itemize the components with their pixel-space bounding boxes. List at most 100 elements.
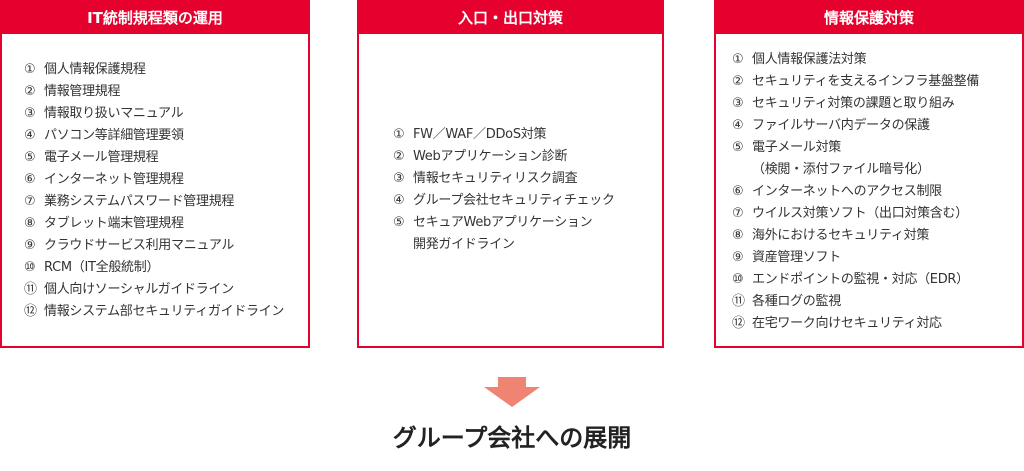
item-text: 業務システムパスワード管理規程	[44, 194, 235, 209]
list-item: ⑫ 情報システム部セキュリティガイドライン	[24, 301, 284, 323]
down-arrow-icon	[484, 377, 540, 407]
item-text: 情報セキュリティリスク調査	[413, 171, 578, 186]
item-number: ⑤	[732, 140, 744, 155]
item-text: 海外におけるセキュリティ対策	[752, 228, 930, 243]
item-number: ⑪	[24, 282, 37, 297]
item-text: インターネットへのアクセス制限	[752, 184, 942, 199]
list-item: ⑩ エンドポイントの監視・対応（EDR）	[732, 269, 979, 291]
list-item: （検閲・添付ファイル暗号化）	[732, 159, 979, 181]
item-text: RCM（IT全般統制）	[44, 260, 160, 275]
item-number	[393, 234, 413, 256]
box-info-protection: 情報保護対策 ① 個人情報保護法対策 ② セキュリティを支えるインフラ基盤整備 ③ セキュ…	[714, 0, 1024, 348]
box-title: IT統制規程類の運用	[2, 2, 308, 34]
item-number: ⑨	[24, 238, 36, 253]
item-text: 資産管理ソフト	[752, 250, 841, 265]
item-text: 開発ガイドライン	[413, 237, 515, 252]
item-text: FW／WAF／DDoS対策	[413, 127, 547, 142]
list-item: ⑨ クラウドサービス利用マニュアル	[24, 235, 284, 257]
list-item: ⑦ 業務システムパスワード管理規程	[24, 191, 284, 213]
item-number: ⑤	[393, 215, 405, 230]
item-number: ②	[732, 74, 744, 89]
list-item: ⑥ インターネット管理規程	[24, 169, 284, 191]
item-number: ①	[24, 62, 36, 77]
item-number: ⑦	[732, 206, 744, 221]
item-number: ⑨	[732, 250, 744, 265]
list-item: ⑦ ウイルス対策ソフト（出口対策含む）	[732, 203, 979, 225]
list-item: ⑪ 個人向けソーシャルガイドライン	[24, 279, 284, 301]
item-text: 個人情報保護規程	[44, 62, 146, 77]
item-number: ⑦	[24, 194, 36, 209]
item-number: ⑩	[732, 272, 744, 287]
list-item: ⑨ 資産管理ソフト	[732, 247, 979, 269]
item-text: インターネット管理規程	[44, 172, 184, 187]
list-item: ⑤ 電子メール対策	[732, 137, 979, 159]
item-number: ⑤	[24, 150, 36, 165]
item-text: 情報取り扱いマニュアル	[44, 106, 184, 121]
item-text: 個人向けソーシャルガイドライン	[44, 282, 234, 297]
list-item: ⑥ インターネットへのアクセス制限	[732, 181, 979, 203]
item-text: ウイルス対策ソフト（出口対策含む）	[752, 206, 968, 221]
item-number: ②	[393, 149, 405, 164]
item-text: グループ会社セキュリティチェック	[413, 193, 615, 208]
item-text: 情報システム部セキュリティガイドライン	[44, 304, 285, 319]
list-item: ⑩ RCM（IT全般統制）	[24, 257, 284, 279]
list-item: ④ グループ会社セキュリティチェック	[393, 190, 615, 212]
box-title: 情報保護対策	[716, 2, 1022, 34]
list-item: ⑤ 電子メール管理規程	[24, 147, 284, 169]
item-number: ⑥	[732, 184, 744, 199]
item-number: ③	[393, 171, 405, 186]
item-list: ① 個人情報保護法対策 ② セキュリティを支えるインフラ基盤整備 ③ セキュリティ対策の課…	[732, 49, 979, 335]
list-item: ① FW／WAF／DDoS対策	[393, 124, 615, 146]
item-number: ④	[393, 193, 405, 208]
item-number: ②	[24, 84, 36, 99]
item-number: ⑧	[24, 216, 36, 231]
list-item: ④ パソコン等詳細管理要領	[24, 125, 284, 147]
list-item: ② Webアプリケーション診断	[393, 146, 615, 168]
item-number	[732, 159, 752, 181]
list-item: ⑧ タブレット端末管理規程	[24, 213, 284, 235]
item-number: ⑩	[24, 260, 36, 275]
item-number: ③	[732, 96, 744, 111]
item-text: 個人情報保護法対策	[752, 52, 867, 67]
item-text: セキュリティを支えるインフラ基盤整備	[752, 74, 980, 89]
item-text: 各種ログの監視	[752, 294, 841, 309]
item-number: ④	[732, 118, 744, 133]
item-text: 電子メール対策	[752, 140, 841, 155]
list-item: ② 情報管理規程	[24, 81, 284, 103]
list-item: ③ セキュリティ対策の課題と取り組み	[732, 93, 979, 115]
box-title: 入口・出口対策	[359, 2, 662, 34]
list-item: ② セキュリティを支えるインフラ基盤整備	[732, 71, 979, 93]
item-number: ①	[732, 52, 744, 67]
conclusion-text: グループ会社への展開	[392, 424, 632, 452]
item-number: ⑥	[24, 172, 36, 187]
item-text: エンドポイントの監視・対応（EDR）	[752, 272, 969, 287]
item-number: ⑫	[24, 304, 37, 319]
list-item: ③ 情報セキュリティリスク調査	[393, 168, 615, 190]
box-entry-exit: 入口・出口対策 ① FW／WAF／DDoS対策 ② Webアプリケーション診断 ③ 情報セ…	[357, 0, 664, 348]
item-text: Webアプリケーション診断	[413, 149, 568, 164]
item-text: 情報管理規程	[44, 84, 121, 99]
item-text: 電子メール管理規程	[44, 150, 159, 165]
item-text: タブレット端末管理規程	[44, 216, 184, 231]
item-number: ④	[24, 128, 36, 143]
item-text: クラウドサービス利用マニュアル	[44, 238, 235, 253]
item-number: ⑪	[732, 294, 745, 309]
list-item: ① 個人情報保護規程	[24, 59, 284, 81]
item-text: パソコン等詳細管理要領	[44, 128, 184, 143]
item-text: 在宅ワーク向けセキュリティ対応	[752, 316, 942, 331]
list-item: ⑧ 海外におけるセキュリティ対策	[732, 225, 979, 247]
item-number: ①	[393, 127, 405, 142]
list-item: 開発ガイドライン	[393, 234, 615, 256]
item-number: ⑧	[732, 228, 744, 243]
item-text: セキュリティ対策の課題と取り組み	[752, 96, 955, 111]
item-list: ① FW／WAF／DDoS対策 ② Webアプリケーション診断 ③ 情報セキュリティリスク…	[393, 124, 615, 256]
list-item: ① 個人情報保護法対策	[732, 49, 979, 71]
list-item: ⑪ 各種ログの監視	[732, 291, 979, 313]
item-text: （検閲・添付ファイル暗号化）	[752, 162, 930, 177]
